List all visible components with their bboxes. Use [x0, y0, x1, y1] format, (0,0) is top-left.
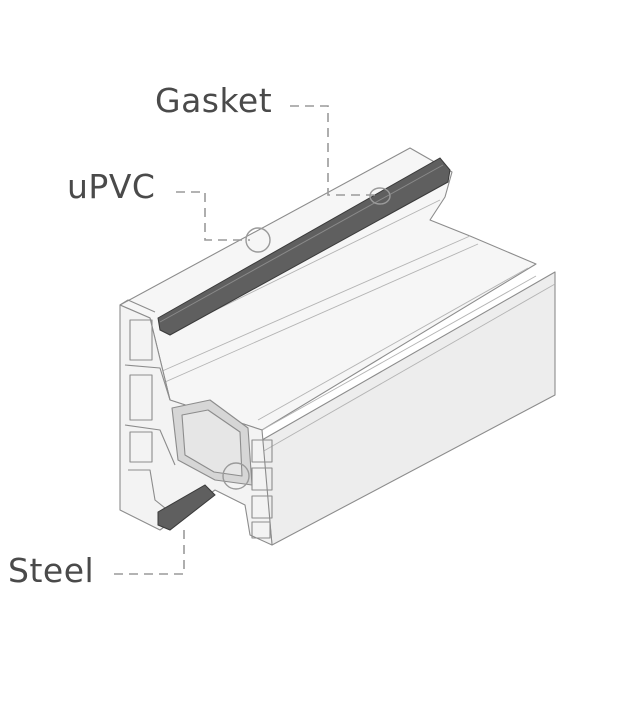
- upvc-leader: [176, 191, 250, 241]
- gasket-strips: [157, 157, 451, 531]
- upvc-marker: [245, 227, 271, 253]
- callouts: Gasket uPVC Steel: [8, 81, 391, 590]
- steel-marker: [222, 462, 250, 490]
- steel-inner: [181, 409, 243, 477]
- gasket-leader: [290, 105, 375, 196]
- gasket-marker: [369, 187, 391, 205]
- steel-leader: [114, 530, 185, 575]
- gasket-top: [157, 157, 451, 336]
- steel-label: Steel: [8, 551, 94, 590]
- upvc-label: uPVC: [67, 167, 155, 206]
- gasket-label: Gasket: [155, 81, 272, 120]
- upvc-profile: [119, 147, 556, 546]
- gasket-bottom: [157, 484, 216, 531]
